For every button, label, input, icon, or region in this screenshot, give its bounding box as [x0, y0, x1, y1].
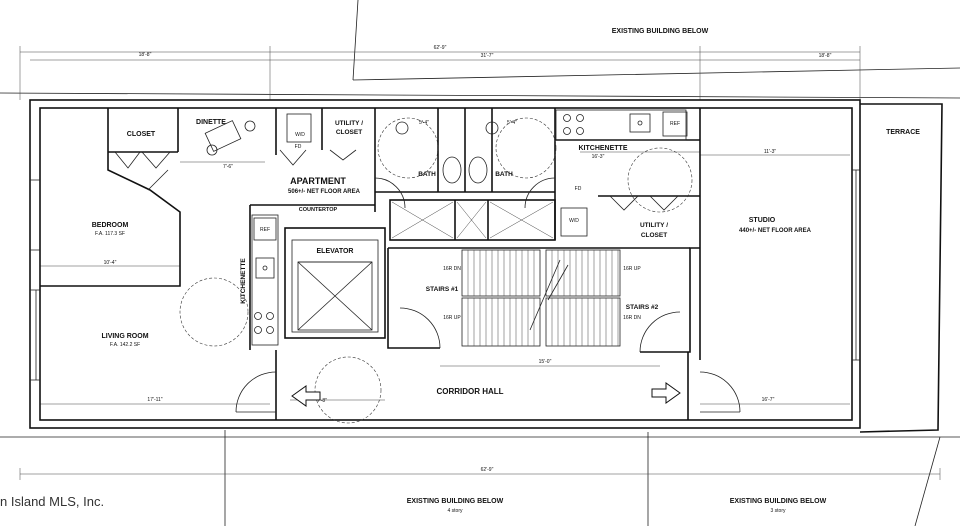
label-apartment-area: 506+/- NET FLOOR AREA	[288, 189, 361, 195]
stair-break-line	[547, 264, 569, 301]
dim-kitchen-top: 16'-3"	[592, 154, 605, 160]
label-utility-right-1: UTILITY /	[640, 222, 668, 229]
label-corridor: CORRIDOR HALL	[436, 387, 503, 396]
dim-stairs-width: 15'-0"	[539, 359, 552, 365]
label-living-room: LIVING ROOM	[101, 333, 148, 340]
exit-arrow-left-icon	[291, 385, 321, 407]
label-fd-left: FD	[295, 144, 302, 150]
dim-dinette: 7'-6"	[223, 164, 233, 170]
dim-elevator-width: 7'-8"	[317, 398, 327, 404]
label-bedroom: BEDROOM	[92, 222, 129, 229]
label-utility-left-1: UTILITY /	[335, 120, 363, 127]
stair-flight	[461, 249, 541, 297]
stove-top-icon	[563, 114, 584, 135]
interior-walls	[40, 108, 701, 420]
sink-left-icon	[255, 257, 275, 279]
label-utility-right-2: CLOSET	[641, 232, 667, 239]
elevator-car	[291, 239, 379, 333]
dim-bath-2: 5'-4"	[507, 120, 517, 126]
label-existing-bottom-left: EXISTING BUILDING BELOW	[407, 498, 504, 505]
dim-studio-bottom: 16'-7"	[762, 397, 775, 403]
dim-living-width: 17'-11"	[147, 397, 162, 403]
dim-top-middle: 31'-7"	[481, 53, 494, 59]
label-closet-bedroom: CLOSET	[127, 131, 156, 138]
dinette-table-icon	[204, 120, 256, 156]
label-stairs-1: STAIRS #1	[426, 286, 459, 293]
label-existing-top: EXISTING BUILDING BELOW	[612, 28, 709, 35]
label-riser-up-2: 16R UP	[623, 266, 641, 272]
label-riser-dn-1: 16R DN	[443, 266, 461, 272]
label-kitchenette-top: KITCHENETTE	[579, 145, 628, 152]
dim-top-right: 18'-8"	[819, 53, 832, 59]
toilet-icon	[442, 156, 488, 184]
label-utility-left-2: CLOSET	[336, 129, 362, 136]
dim-top-left: 18'-8"	[139, 52, 152, 58]
dim-studio-width: 11'-3"	[764, 149, 777, 155]
label-ref-left: REF	[260, 227, 270, 233]
label-living-room-area: F.A. 142.2 SF	[110, 342, 140, 348]
stair-flight	[461, 297, 541, 347]
terrace	[859, 103, 943, 433]
label-studio: STUDIO	[749, 217, 776, 224]
washer-dryer-units	[286, 113, 588, 237]
dim-bedroom-width: 10'-4"	[104, 260, 117, 266]
label-countertop: COUNTERTOP	[299, 207, 338, 213]
stove-left-icon	[254, 312, 274, 334]
label-kitchenette-left: KITCHENETTE	[240, 258, 247, 304]
label-stairs-2: STAIRS #2	[626, 304, 659, 311]
sink-icon	[629, 113, 651, 133]
dim-bottom-overall: 62'-9"	[481, 467, 494, 473]
label-bedroom-area: F.A. 117.3 SF	[95, 231, 125, 237]
dim-bath-1: 5'-4"	[419, 120, 429, 126]
label-wd-left: W/D	[295, 132, 305, 138]
stair-break-line	[529, 259, 561, 331]
dim-top-overall: 62'-9"	[434, 45, 447, 51]
label-studio-area: 440+/- NET FLOOR AREA	[739, 228, 812, 234]
kitchen-fixtures	[251, 109, 688, 346]
bath-fixtures	[395, 121, 499, 184]
exterior-walls	[29, 99, 861, 429]
label-riser-dn-2: 16R DN	[623, 315, 641, 321]
label-bath-right: BATH	[495, 171, 513, 178]
stair-treads	[461, 249, 621, 347]
label-bath-left: BATH	[418, 171, 436, 178]
label-elevator: ELEVATOR	[317, 248, 354, 255]
label-fd-right: FD	[575, 186, 582, 192]
label-dinette: DINETTE	[196, 119, 226, 126]
label-ref-right: REF	[670, 121, 680, 127]
turning-circles	[179, 117, 693, 424]
stair-flight	[545, 297, 621, 347]
watermark: n Island MLS, Inc.	[0, 494, 105, 509]
dimension-lines	[19, 46, 941, 480]
shaft-crosses	[391, 201, 554, 239]
label-terrace: TERRACE	[886, 129, 920, 136]
label-existing-bottom-right-sub: 3 story	[770, 508, 786, 514]
label-apartment: APARTMENT	[290, 176, 346, 186]
label-existing-bottom-left-sub: 4 story	[447, 508, 463, 514]
lavatory-icon	[395, 121, 499, 135]
stair-flight	[545, 249, 621, 297]
label-riser-up-1: 16R UP	[443, 315, 461, 321]
door-swings	[114, 149, 741, 413]
label-wd-right: W/D	[569, 218, 579, 224]
label-existing-bottom-right: EXISTING BUILDING BELOW	[730, 498, 827, 505]
exit-arrow-right-icon	[651, 382, 681, 404]
